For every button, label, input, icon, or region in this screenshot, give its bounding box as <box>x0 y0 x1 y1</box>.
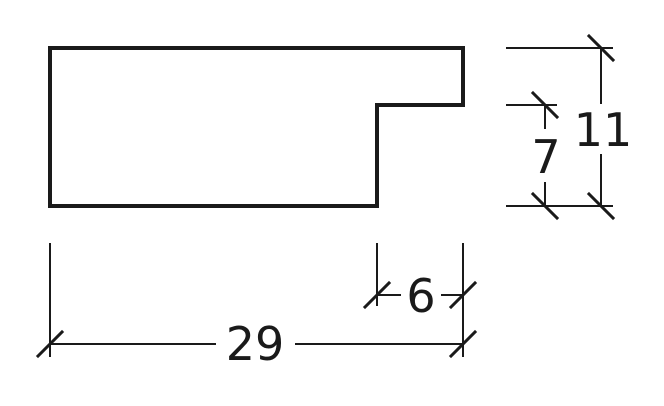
tick-mark-step-width-left <box>362 280 392 310</box>
dimension-label-overall-width: 29 <box>226 317 285 371</box>
dimension-label-overall-height: 11 <box>574 103 633 157</box>
dimension-label-step-height: 7 <box>531 130 560 184</box>
dimension-label-step-width: 6 <box>406 269 435 323</box>
tick-mark-overall-height-bottom <box>586 191 616 221</box>
tick-mark-overall-height-top <box>586 33 616 63</box>
tick-mark-step-height-top <box>530 90 560 120</box>
profile-outline <box>48 46 465 208</box>
tick-mark-step-height-bottom <box>530 191 560 221</box>
tick-mark-overall-width-left <box>35 329 65 359</box>
tick-mark-overall-width-right <box>448 329 478 359</box>
tick-mark-step-width-right <box>448 280 478 310</box>
